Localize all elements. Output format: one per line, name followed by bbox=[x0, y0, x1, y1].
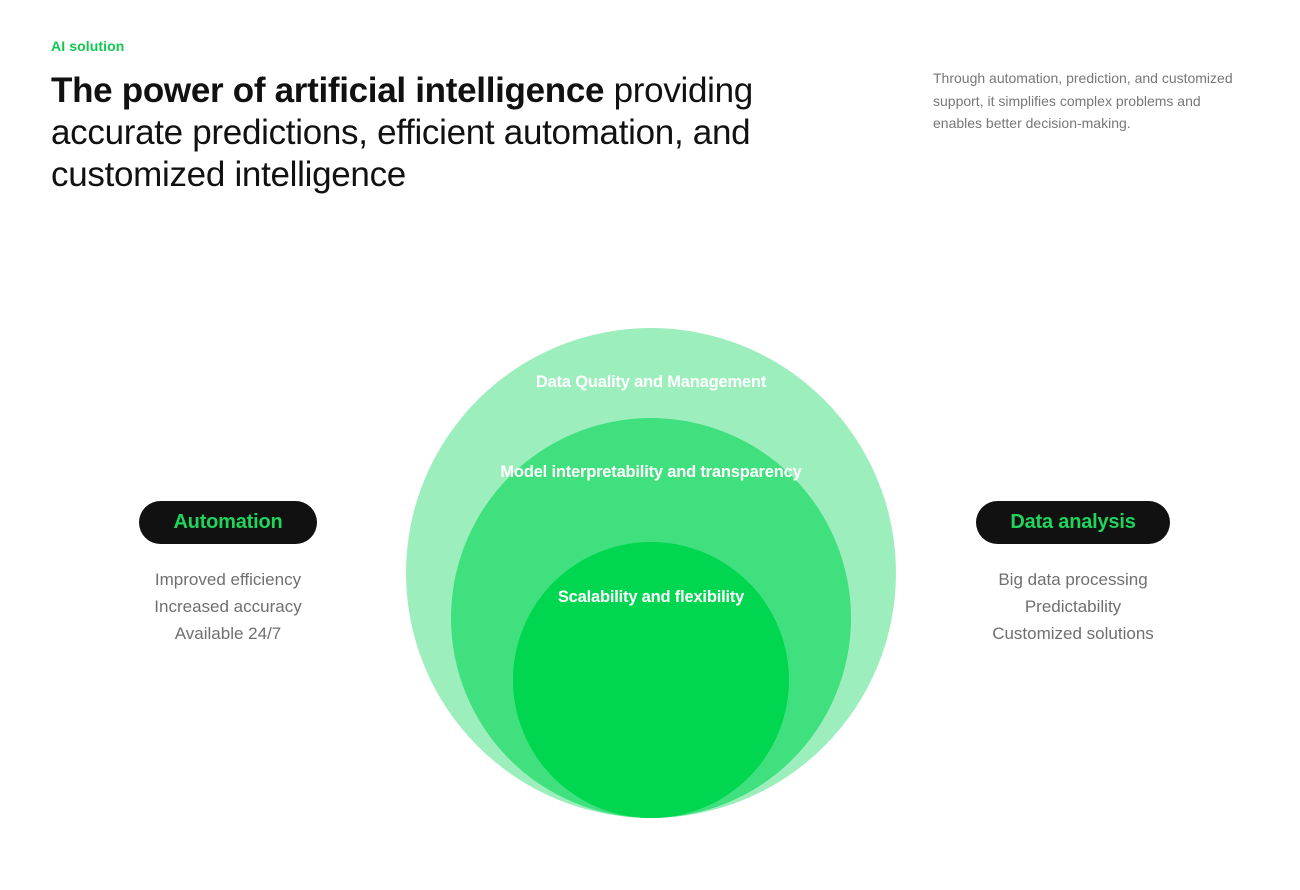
middle-ring-label: Model interpretability and transparency bbox=[500, 463, 802, 481]
automation-pill-label: Automation bbox=[173, 511, 283, 533]
headline-rest: providing accurate predictions, efficien… bbox=[51, 71, 753, 194]
headline-strong: The power of artificial intelligence bbox=[51, 71, 605, 110]
data-analysis-pill: Data analysis bbox=[976, 501, 1170, 544]
inner-ring-label: Scalability and flexibility bbox=[558, 588, 745, 606]
automation-feature-list: Improved efficiency Increased accuracy A… bbox=[118, 566, 338, 647]
automation-pill: Automation bbox=[139, 501, 317, 544]
list-item: Customized solutions bbox=[992, 624, 1154, 643]
inner-ring bbox=[513, 542, 789, 818]
list-item: Improved efficiency bbox=[154, 570, 302, 589]
data-analysis-feature-list: Big data processing Predictability Custo… bbox=[963, 566, 1183, 647]
list-item: Increased accuracy bbox=[154, 597, 302, 616]
intro-description: Through automation, prediction, and cust… bbox=[933, 70, 1233, 131]
list-item: Big data processing bbox=[998, 570, 1148, 589]
data-analysis-pill-label: Data analysis bbox=[1010, 511, 1136, 533]
list-item: Predictability bbox=[1024, 597, 1122, 616]
section-eyebrow: AI solution bbox=[51, 38, 125, 54]
outer-ring-label: Data Quality and Management bbox=[536, 373, 767, 391]
list-item: Available 24/7 bbox=[174, 624, 282, 643]
page-headline: The power of artificial intelligence pro… bbox=[51, 70, 811, 196]
